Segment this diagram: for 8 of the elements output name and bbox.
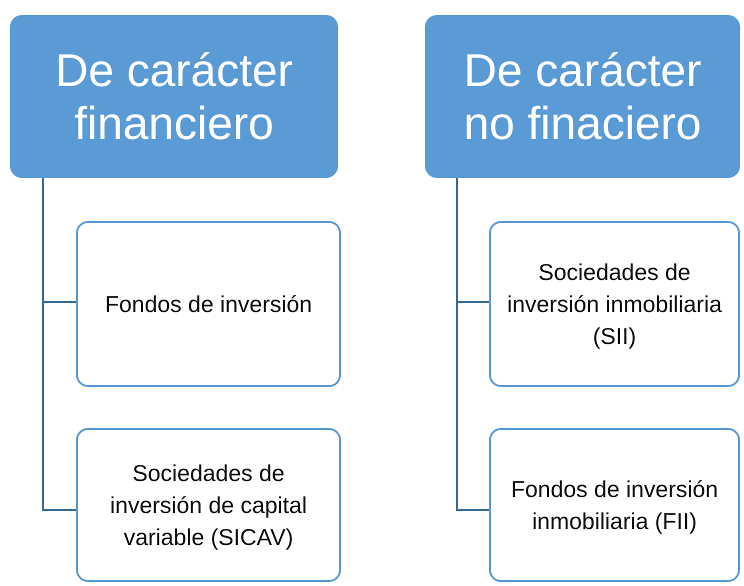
item-box: Fondos de inversión [76, 221, 341, 387]
category-header-box: De carácter no finaciero [425, 15, 740, 178]
category-header-box: De carácter financiero [10, 15, 338, 178]
connector-line [42, 178, 76, 511]
item-box: Sociedades de inversión de capital variable (SICAV) [76, 428, 341, 582]
item-box: Fondos de inversión inmobiliaria (FII) [489, 428, 740, 582]
item-box: Sociedades de inversión inmobiliaria (SII) [489, 221, 740, 387]
connector-line [456, 178, 489, 511]
